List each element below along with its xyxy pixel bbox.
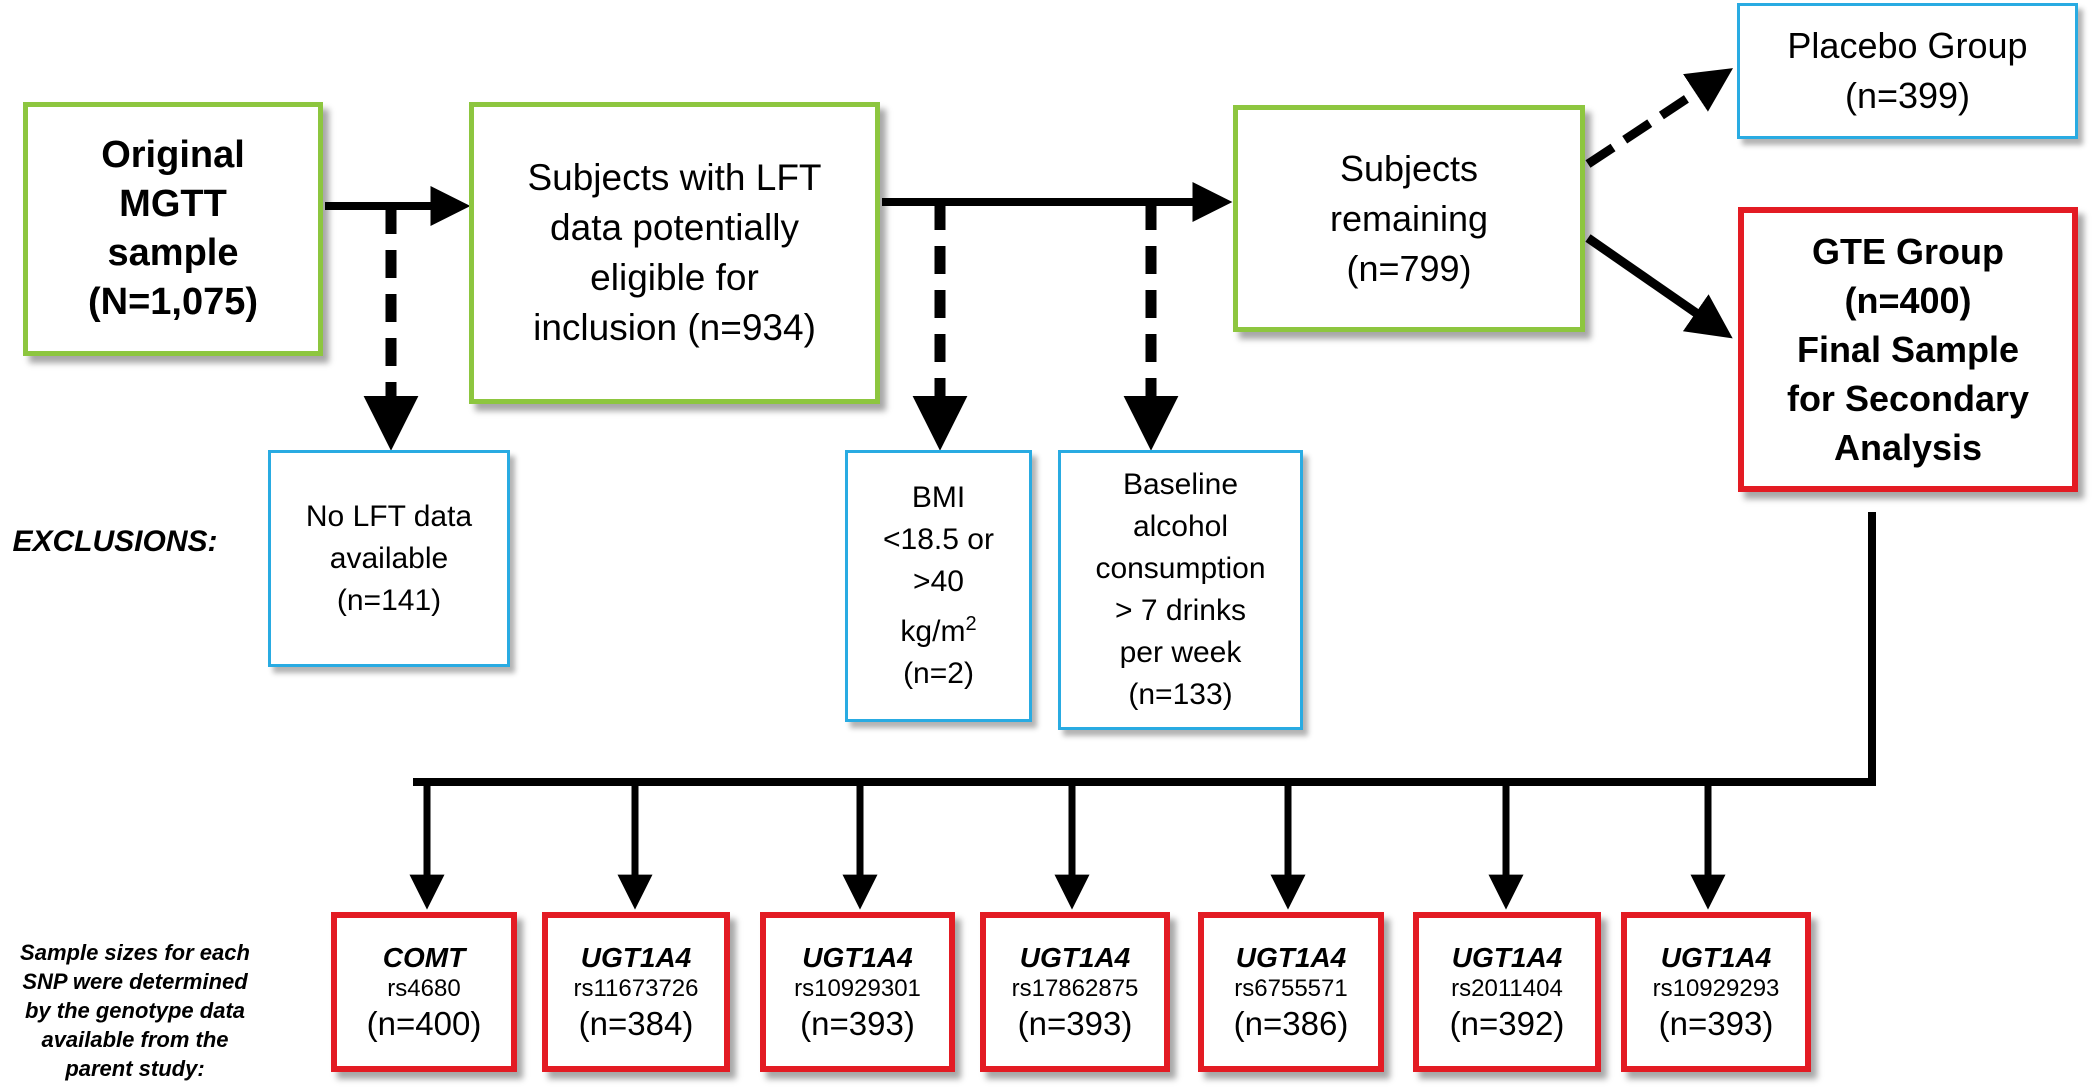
snp-box-ugt1a4-rs10929293: UGT1A4 rs10929293 (n=393) <box>1621 912 1811 1072</box>
gte-line-4: for Secondary <box>1786 378 2030 419</box>
snp-box-ugt1a4-rs17862875: UGT1A4 rs17862875 (n=393) <box>980 912 1170 1072</box>
original-line-2: MGTT <box>119 183 227 225</box>
snp-rs-id: rs4680 <box>387 974 461 1002</box>
lft-line-2: data potentially <box>550 207 799 248</box>
snp-gene: UGT1A4 <box>1451 941 1563 973</box>
no-lft-data-box: No LFT data available (n=141) <box>268 450 510 667</box>
snp-label-line-5: parent study: <box>65 1056 205 1081</box>
alcohol-line-1: Baseline <box>1122 468 1239 501</box>
snp-box-comt-rs4680: COMT rs4680 (n=400) <box>331 912 517 1072</box>
alcohol-line-4: > 7 drinks <box>1115 594 1246 627</box>
no-lft-line-3: (n=141) <box>336 583 442 617</box>
snp-gene: UGT1A4 <box>1660 941 1772 973</box>
original-sample-box: Original MGTT sample (N=1,075) <box>23 102 323 356</box>
bmi-exclusion-box: BMI <18.5 or >40 kg/m2 (n=2) <box>845 450 1032 722</box>
snp-sample-size: (n=392) <box>1449 1004 1565 1042</box>
snp-sample-size: (n=400) <box>366 1004 482 1042</box>
snp-sample-size: (n=384) <box>578 1004 694 1042</box>
no-lft-line-2: available <box>329 541 449 575</box>
snp-rs-id: rs17862875 <box>1011 974 1139 1002</box>
remaining-line-2: remaining <box>1329 197 1489 239</box>
snp-label-line-4: available from the <box>41 1027 229 1052</box>
snp-rs-id: rs10929301 <box>794 974 921 1002</box>
subjects-remaining-box: Subjects remaining (n=799) <box>1233 105 1585 332</box>
snp-box-ugt1a4-rs2011404: UGT1A4 rs2011404 (n=392) <box>1413 912 1601 1072</box>
snp-gene: UGT1A4 <box>802 941 913 973</box>
snp-sample-size: (n=393) <box>1658 1004 1774 1042</box>
gte-line-1: GTE Group <box>1812 231 2004 272</box>
alcohol-line-2: alcohol <box>1132 510 1229 543</box>
snp-gene: UGT1A4 <box>1019 941 1131 973</box>
snp-sample-sizes-label: Sample sizes for each SNP were determine… <box>0 938 270 1083</box>
remaining-line-1: Subjects <box>1339 147 1479 189</box>
no-lft-line-1: No LFT data <box>305 499 473 533</box>
snp-sample-size: (n=393) <box>1017 1004 1133 1042</box>
alcohol-exclusion-box: Baseline alcohol consumption > 7 drinks … <box>1058 450 1303 730</box>
snp-box-ugt1a4-rs6755571: UGT1A4 rs6755571 (n=386) <box>1198 912 1384 1072</box>
placebo-line-1: Placebo Group <box>1787 25 2028 66</box>
gte-line-5: Analysis <box>1833 427 1983 468</box>
bmi-line-2: <18.5 or <box>883 523 994 556</box>
snp-gene: UGT1A4 <box>1235 941 1347 973</box>
snp-box-ugt1a4-rs11673726: UGT1A4 rs11673726 (n=384) <box>542 912 730 1072</box>
lft-line-1: Subjects with LFT <box>527 157 822 198</box>
placebo-group-box: Placebo Group (n=399) <box>1737 3 2078 139</box>
exclusions-label: EXCLUSIONS: <box>12 525 218 558</box>
bmi-unit-superscript: 2 <box>965 613 977 635</box>
lft-line-3: eligible for <box>590 257 759 298</box>
bmi-count: (n=2) <box>903 657 974 690</box>
snp-box-ugt1a4-rs10929301: UGT1A4 rs10929301 (n=393) <box>760 912 955 1072</box>
placebo-line-2: (n=399) <box>1844 75 1971 116</box>
snp-rs-id: rs10929293 <box>1652 974 1780 1002</box>
original-line-1: Original <box>101 134 245 176</box>
gte-line-3: Final Sample <box>1796 329 2020 370</box>
bmi-unit: kg/m2 <box>900 603 976 653</box>
lft-line-4: inclusion (n=934) <box>533 307 816 348</box>
original-line-3: sample <box>107 232 239 274</box>
bmi-line-3: >40 <box>913 565 964 598</box>
snp-sample-size: (n=386) <box>1233 1004 1349 1042</box>
alcohol-line-6: (n=133) <box>1128 678 1233 711</box>
original-line-4: (N=1,075) <box>87 281 259 323</box>
arrow-remaining-to-gte <box>1585 234 1733 339</box>
connector-gte-to-snps <box>413 512 1876 786</box>
snp-rs-id: rs2011404 <box>1451 974 1563 1002</box>
snp-label-line-3: by the genotype data <box>24 998 246 1023</box>
snp-rs-id: rs11673726 <box>573 974 699 1002</box>
arrow-remaining-to-placebo <box>1585 68 1734 168</box>
snp-sample-size: (n=393) <box>800 1004 915 1042</box>
snp-rs-id: rs6755571 <box>1234 974 1348 1002</box>
snp-gene: COMT <box>382 941 466 973</box>
snp-label-line-2: SNP were determined <box>22 969 248 994</box>
bmi-unit-base: kg/m <box>900 615 966 648</box>
gte-group-box: GTE Group (n=400) Final Sample for Secon… <box>1738 207 2078 492</box>
lft-eligible-box: Subjects with LFT data potentially eligi… <box>469 102 880 404</box>
snp-label-line-1: Sample sizes for each <box>20 940 250 965</box>
bmi-line-1: BMI <box>911 481 966 514</box>
remaining-line-3: (n=799) <box>1346 247 1472 289</box>
alcohol-line-3: consumption <box>1095 552 1266 585</box>
gte-line-2: (n=400) <box>1844 280 1972 321</box>
snp-gene: UGT1A4 <box>580 941 692 973</box>
alcohol-line-5: per week <box>1119 636 1242 669</box>
